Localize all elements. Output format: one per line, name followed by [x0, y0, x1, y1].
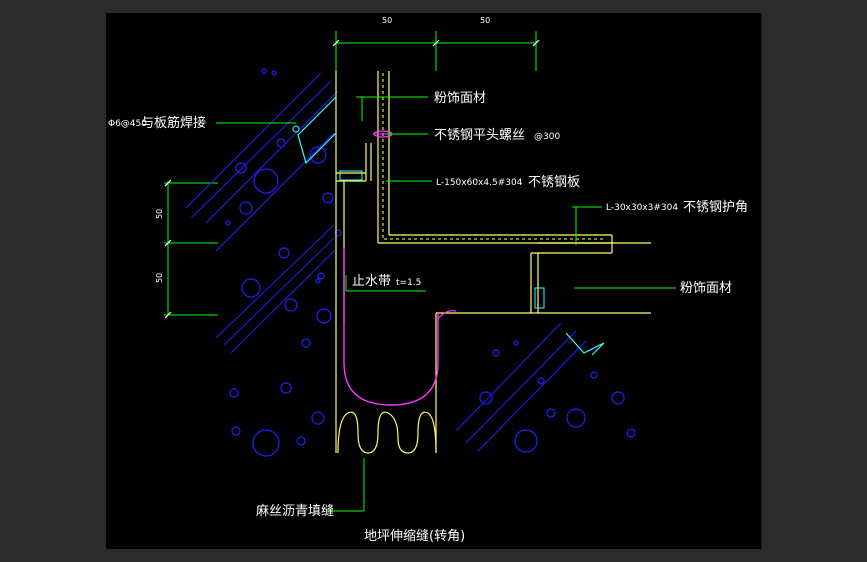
label-screw-spacing: @300 [534, 132, 560, 142]
label-screw: 不锈钢平头螺丝 [434, 128, 525, 143]
rebar [297, 96, 605, 356]
dim-side-bottom: 50 [155, 273, 164, 283]
side-dimension [164, 181, 218, 316]
label-rebar: 与板筋焊接 [141, 115, 206, 131]
label-rebar-spec: Φ6@450 [108, 119, 147, 129]
aggregate-circles [225, 68, 636, 457]
cad-drawing-canvas: 50 50 50 50 [106, 13, 762, 549]
label-plate-spec: L-150x60x4.5#304 [436, 178, 523, 188]
leader-lines [216, 96, 676, 512]
label-plate: 不锈钢板 [528, 175, 580, 190]
detail-drawing: 50 50 50 50 [108, 16, 748, 544]
label-waterstop-spec: t=1.5 [396, 278, 421, 288]
waterstop [343, 248, 439, 406]
label-angle-spec: L-30x30x3#304 [606, 203, 678, 213]
dim-side-top: 50 [155, 209, 164, 219]
dim-top-left: 50 [382, 16, 392, 25]
dim-top-right: 50 [480, 16, 490, 25]
stainless-steel-plate [377, 71, 613, 313]
top-dimension [335, 31, 537, 71]
label-finish-right: 粉饰面材 [680, 281, 732, 296]
concrete-hatch [185, 72, 587, 452]
drawing-title: 地坪伸缩缝(转角) [364, 528, 465, 544]
label-waterstop: 止水带 [352, 274, 391, 289]
label-angle: 不锈钢护角 [683, 200, 748, 215]
label-filler: 麻丝沥青填缝 [256, 504, 334, 519]
asphalt-filler [337, 411, 437, 454]
label-finish-top: 粉饰面材 [434, 91, 486, 106]
rebar-node [292, 125, 300, 133]
